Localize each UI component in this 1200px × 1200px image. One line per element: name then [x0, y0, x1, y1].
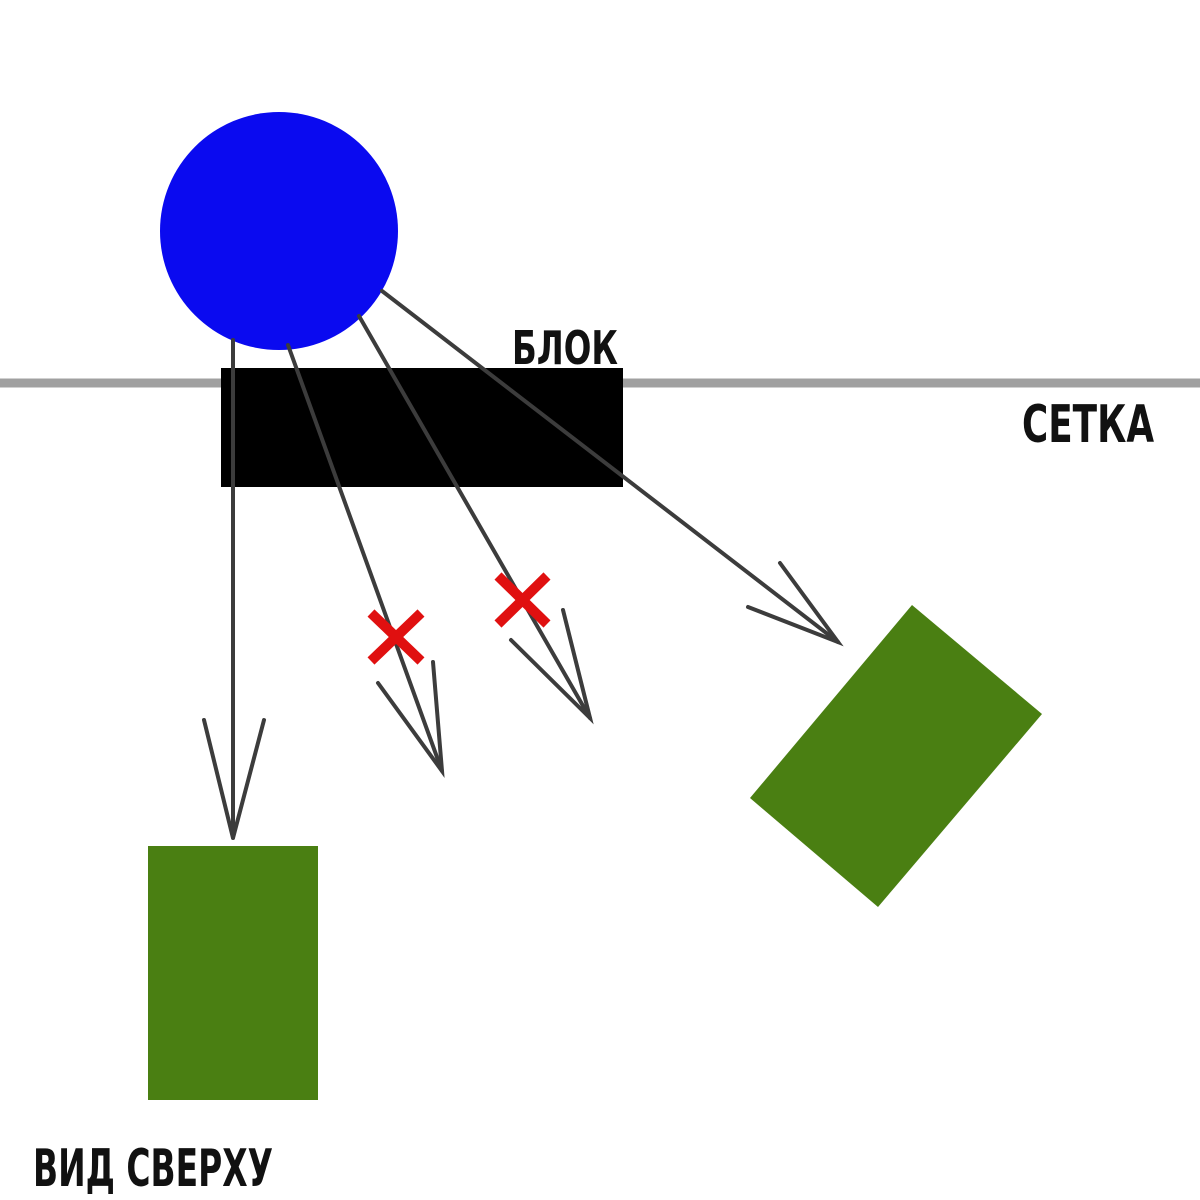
- block-label: БЛОК: [512, 321, 618, 375]
- view-label: ВИД СВЕРХУ: [33, 1139, 273, 1199]
- cross-mark-2: [494, 572, 551, 628]
- arrow-straight-down: [202, 338, 266, 840]
- net-label: СЕТКА: [1022, 395, 1154, 455]
- arrow-blocked-2: [357, 314, 594, 725]
- target-left: [148, 846, 318, 1100]
- ball-circle: [160, 112, 398, 350]
- arrow-to-target: [380, 289, 844, 647]
- target-right: [750, 605, 1042, 907]
- arrow-blocked-1: [286, 343, 445, 778]
- cross-mark-1: [367, 609, 425, 665]
